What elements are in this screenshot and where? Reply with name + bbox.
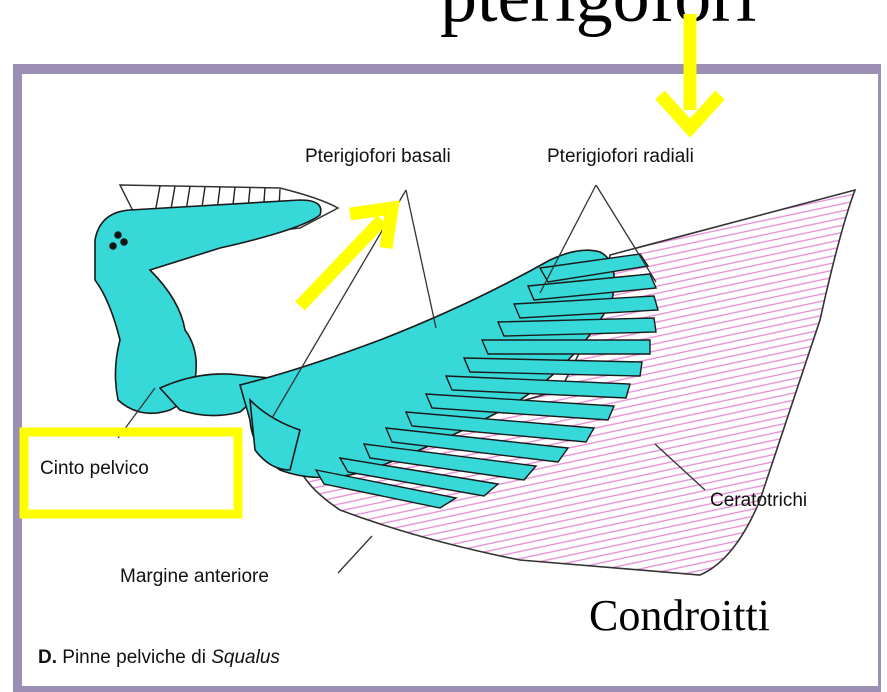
slide-brand-title: Condroitti — [589, 590, 770, 641]
label-pterigiofori-basali: Pterigiofori basali — [305, 146, 451, 168]
arrow-basali — [300, 220, 382, 306]
figure-caption: D. Pinne pelviche di Squalus — [38, 647, 280, 669]
label-cinto-pelvico: Cinto pelvico — [40, 458, 149, 480]
label-pterigiofori-radiali: Pterigiofori radiali — [547, 146, 694, 168]
caption-letter: D. — [38, 647, 57, 668]
label-ceratotrichi: Ceratotrichi — [710, 490, 807, 512]
caption-text: Pinne pelviche di — [62, 647, 206, 668]
label-margine-anteriore: Margine anteriore — [120, 566, 269, 588]
caption-genus: Squalus — [211, 647, 280, 668]
